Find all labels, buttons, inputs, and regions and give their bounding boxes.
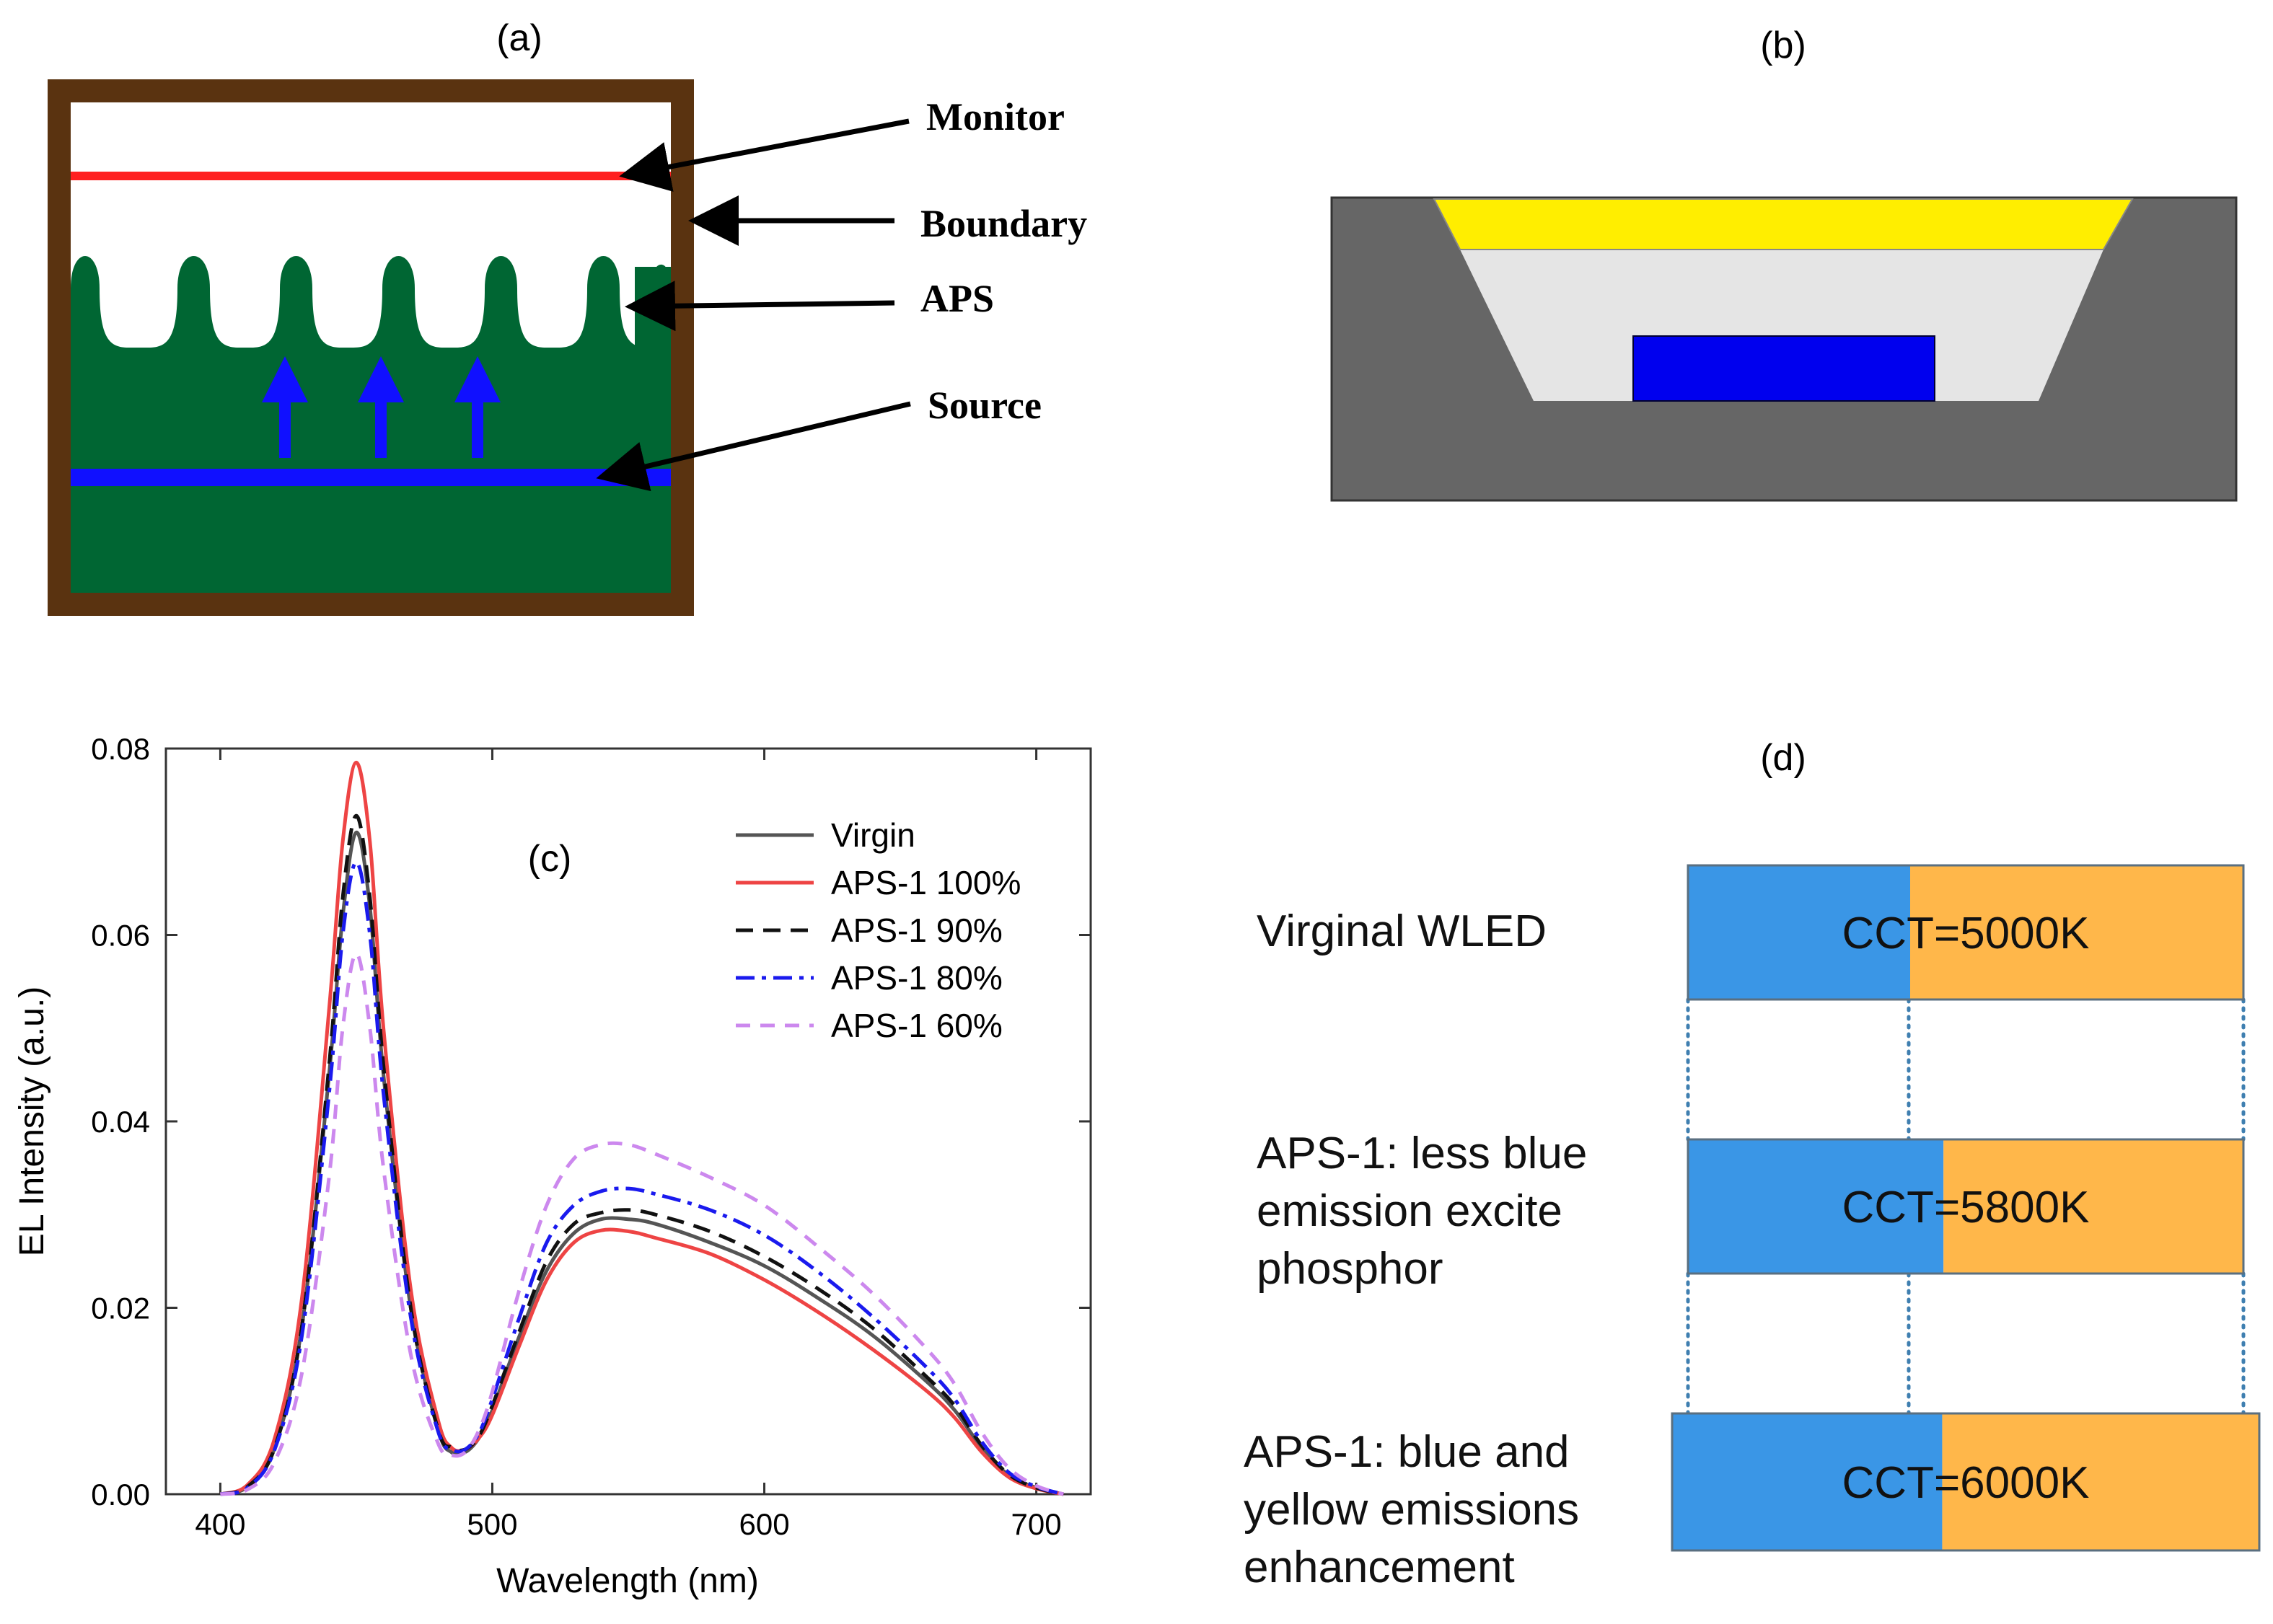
cct-row: CCT=6000K APS-1: blue and yellow emissions… [1244, 1412, 2261, 1592]
monitor-label: Monitor [926, 95, 1065, 138]
source-pointer-arrow [596, 401, 911, 492]
aps-label: APS [920, 277, 994, 320]
y-tick-label: 0.06 [91, 919, 150, 953]
led-chip [1632, 335, 1935, 402]
row-label-line: APS-1: blue and [1244, 1427, 1570, 1477]
y-axis-label: EL Intensity (a.u.) [13, 987, 51, 1256]
cct-value: CCT=5800K [1842, 1183, 2090, 1232]
x-tick-label: 500 [467, 1507, 517, 1541]
legend-label: Virgin [831, 816, 915, 854]
series-lines [219, 760, 1065, 1496]
cct-row: CCT=5800K APS-1: less blue emission excite… [1257, 1129, 2245, 1294]
panel-a: (a) Monitor Boundary APS Source [48, 17, 1087, 616]
cct-bar-outline [1687, 1138, 2245, 1275]
monitor-line [71, 172, 671, 180]
yellow-segment [1910, 865, 2243, 999]
x-ticks: 400 500 600 700 [195, 749, 1062, 1541]
cct-value: CCT=6000K [1842, 1458, 2090, 1508]
blue-segment [1688, 865, 1910, 999]
blue-segment [1688, 1139, 1944, 1274]
monitor-pointer-arrow [619, 118, 910, 192]
cct-bar-outline [1687, 864, 2245, 1001]
cct-row: CCT=5000K Virginal WLED [1257, 864, 2245, 1001]
source-label: Source [928, 384, 1042, 427]
row-label-line: Virginal WLED [1257, 906, 1547, 956]
x-tick-label: 600 [739, 1507, 789, 1541]
row-label-line: emission excite [1257, 1186, 1562, 1236]
x-axis-label: Wavelength (nm) [496, 1562, 759, 1600]
series-line-aps-1-90 [219, 813, 1064, 1496]
series-line-aps-1-60 [219, 951, 1065, 1496]
yellow-segment [1942, 1413, 2259, 1550]
y-tick-label: 0.08 [91, 732, 150, 766]
row-label-line: phosphor [1257, 1244, 1443, 1294]
cct-rows: CCT=5000K Virginal WLED CCT=5800K APS-1: le… [1244, 864, 2261, 1592]
aps-pointer-arrow [625, 281, 895, 332]
blue-segment [1672, 1413, 1943, 1550]
row-label-line: enhancement [1244, 1543, 1515, 1592]
panel-c-label: (c) [528, 838, 572, 880]
y-ticks: 0.00 0.02 0.04 0.06 0.08 [91, 732, 1091, 1512]
y-tick-label: 0.02 [91, 1292, 150, 1325]
y-tick-label: 0.00 [91, 1478, 150, 1512]
cct-bar-outline [1671, 1412, 2261, 1552]
encapsulant [1460, 250, 2103, 401]
guide-lines [1686, 997, 2246, 1416]
series-line-aps-1-80 [219, 860, 1064, 1496]
x-tick-label: 400 [195, 1507, 245, 1541]
source-line [71, 469, 671, 486]
panel-a-label: (a) [496, 17, 542, 59]
row-label-line: APS-1: less blue [1257, 1129, 1587, 1178]
legend-label: APS-1 90% [831, 912, 1003, 949]
legend-label: APS-1 60% [831, 1007, 1003, 1044]
panel-c-chart: 0.00 0.02 0.04 0.06 0.08 400 500 600 700 (c) Vi… [13, 732, 1092, 1600]
x-tick-label: 700 [1011, 1507, 1062, 1541]
panel-d-label: (d) [1760, 737, 1806, 779]
phosphor-layer [1433, 198, 2134, 250]
boundary-label: Boundary [920, 202, 1087, 245]
cct-value: CCT=5000K [1842, 909, 2090, 958]
panel-b: (b) [1330, 25, 2238, 502]
legend-label: APS-1 80% [831, 959, 1003, 997]
panel-b-label: (b) [1760, 25, 1806, 66]
panel-d: (d) CCT=5000K Virginal WLED CCT=5800K APS-1… [1244, 737, 2261, 1592]
y-tick-label: 0.04 [91, 1105, 150, 1139]
aps-right-fill [635, 267, 671, 593]
legend-label: APS-1 100% [831, 864, 1021, 901]
aps-structure [71, 256, 671, 593]
row-label-line: yellow emissions [1244, 1485, 1579, 1535]
yellow-segment [1943, 1139, 2243, 1274]
